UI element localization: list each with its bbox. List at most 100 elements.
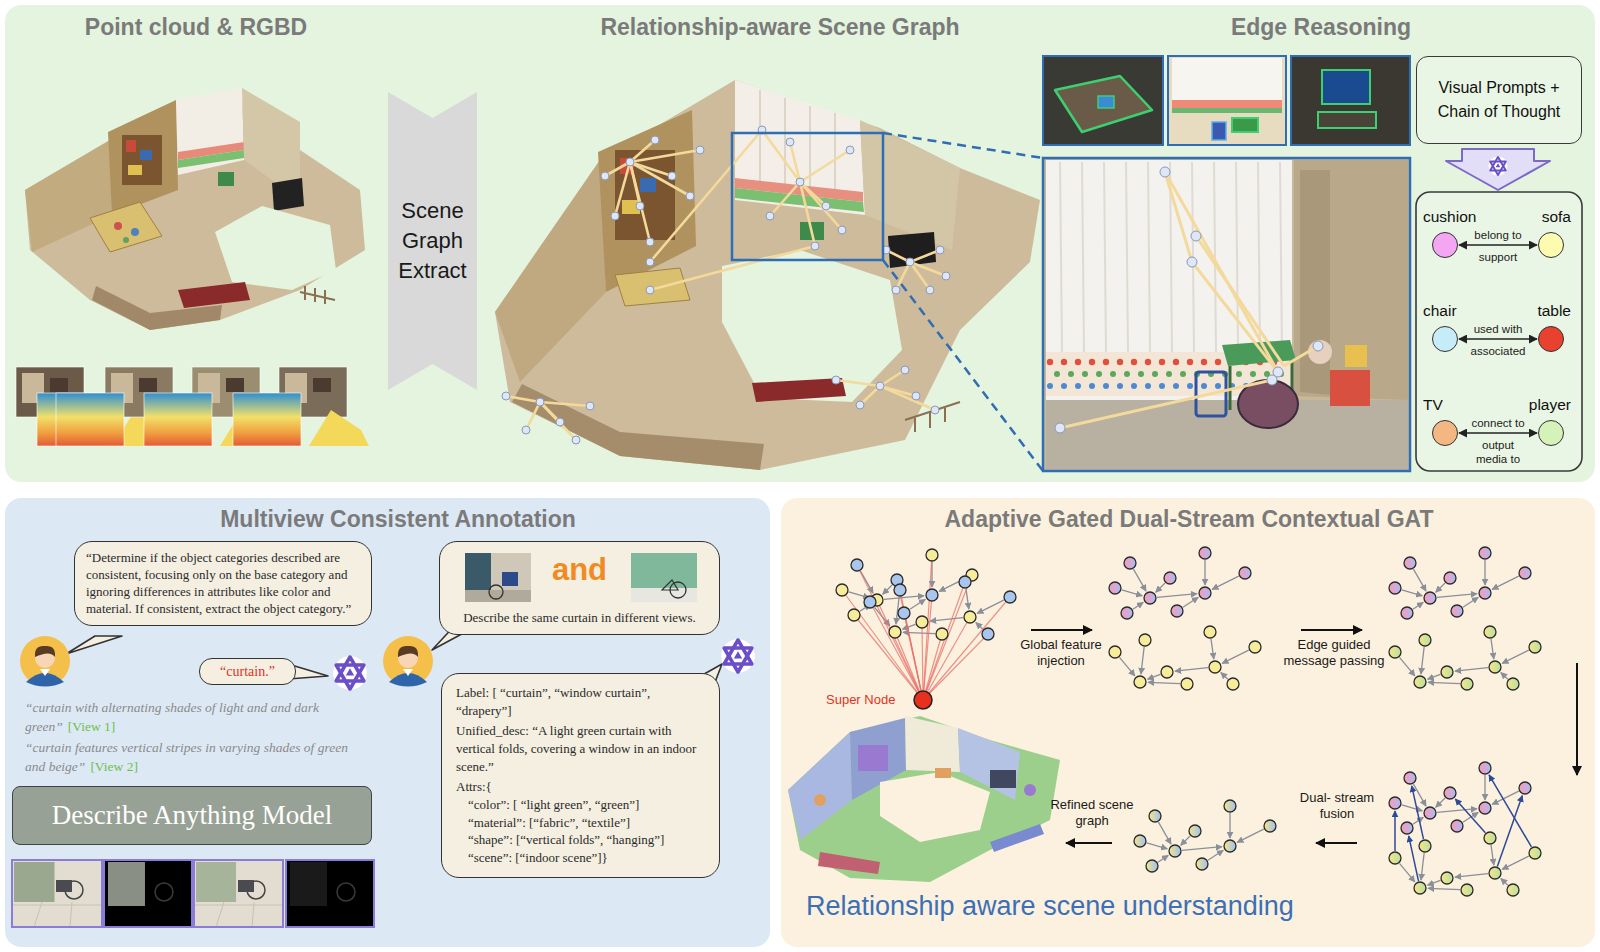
curtain-fold xyxy=(1148,162,1150,352)
view-image xyxy=(12,860,102,927)
flower-dot xyxy=(1187,383,1193,389)
logo-stroke xyxy=(1490,162,1506,176)
relation-label: belong to xyxy=(1474,228,1521,242)
graph-node xyxy=(1124,557,1136,569)
object-dot xyxy=(668,172,676,180)
rgb-detail xyxy=(111,373,133,403)
graph-edge xyxy=(931,562,932,587)
graph-node xyxy=(1424,592,1436,604)
flower-dot xyxy=(1145,359,1151,365)
graph-node xyxy=(1139,634,1151,646)
object-dot xyxy=(502,392,510,400)
relation-label: connect to xyxy=(1471,416,1524,430)
avatar-hair xyxy=(35,646,55,657)
flower-dot xyxy=(1089,359,1095,365)
graph-node xyxy=(1479,547,1491,559)
object-dot xyxy=(1191,231,1201,241)
graph-edge xyxy=(910,599,925,609)
curtain-stripe xyxy=(735,178,863,202)
graph-node xyxy=(1479,762,1491,774)
graph-stage xyxy=(836,549,1016,709)
graph-node xyxy=(1161,666,1173,678)
rug-dot xyxy=(131,228,139,236)
relation-line xyxy=(910,262,930,290)
room-wall xyxy=(108,100,178,215)
rgb-detail xyxy=(226,378,244,392)
graph-edge xyxy=(1158,855,1168,862)
fusion-edge xyxy=(1409,836,1419,881)
rgbd-frame xyxy=(56,367,192,446)
flower-dot xyxy=(1215,383,1221,389)
curtain-region xyxy=(14,862,55,902)
graph-edge xyxy=(1122,590,1143,596)
graph-node xyxy=(1401,607,1413,619)
rgb-image xyxy=(192,367,260,417)
stage-arrow xyxy=(1031,629,1092,631)
inset-frame xyxy=(1043,158,1410,471)
room-wall xyxy=(512,384,764,470)
armchair xyxy=(1238,380,1298,428)
graph-node xyxy=(1389,582,1401,594)
depth-image xyxy=(144,393,212,446)
graph-edge xyxy=(1463,812,1478,822)
graph-node xyxy=(891,574,903,586)
flower-dot xyxy=(1131,359,1137,365)
cushion-mask xyxy=(1098,96,1114,108)
relation-arrow xyxy=(1459,432,1537,434)
graph-node xyxy=(1196,858,1208,870)
graph-edge xyxy=(1208,850,1223,860)
graph-edge xyxy=(1413,784,1426,806)
flower-dot xyxy=(1061,359,1067,365)
book xyxy=(128,165,142,175)
relation-line xyxy=(630,162,640,206)
global-link xyxy=(842,590,923,700)
object-dot xyxy=(536,398,544,406)
graph-node xyxy=(1444,787,1456,799)
graph-edge xyxy=(1491,845,1494,865)
relation-line xyxy=(630,150,700,162)
graph-edge xyxy=(1502,650,1529,663)
graph-edge xyxy=(1133,602,1143,609)
object-dot xyxy=(832,376,840,384)
flower-dot xyxy=(1082,371,1088,377)
scene-graph xyxy=(502,126,950,444)
panel-title: Multiview Consistent Annotation xyxy=(220,506,576,533)
flower-dot xyxy=(1257,359,1263,365)
graph-edge xyxy=(1502,856,1529,869)
flower-dot xyxy=(1075,383,1081,389)
flower-dot xyxy=(1243,359,1249,365)
room-wall xyxy=(242,88,300,200)
table xyxy=(800,222,824,240)
object-dot xyxy=(758,126,766,134)
flower-dot xyxy=(1271,359,1277,365)
graph-edge xyxy=(1175,668,1208,671)
global-link xyxy=(895,632,923,700)
object-dot xyxy=(822,202,830,210)
table xyxy=(218,172,234,186)
graph-node xyxy=(1109,582,1121,594)
flower-dot xyxy=(1103,359,1109,365)
object-dot xyxy=(876,382,884,390)
curtain-fold xyxy=(1214,162,1216,352)
logo-stroke xyxy=(724,648,752,672)
bike-wheel xyxy=(155,883,173,901)
curtain-fold xyxy=(1104,162,1106,352)
rug-dot xyxy=(114,222,122,230)
depth-detail xyxy=(220,410,280,446)
object-dot xyxy=(556,418,564,426)
graph-node xyxy=(1264,820,1276,832)
relation-line xyxy=(630,162,650,242)
flower-dot xyxy=(1236,371,1242,377)
object-node: cushion xyxy=(1432,232,1458,258)
flower-dot xyxy=(1061,383,1067,389)
flower-dot xyxy=(1243,383,1249,389)
tv xyxy=(272,178,304,211)
flower-dot xyxy=(1124,371,1130,377)
object-dot xyxy=(651,136,659,144)
global-link xyxy=(904,613,923,700)
graph-node xyxy=(916,616,928,628)
flower-dot xyxy=(1187,359,1193,365)
object-dot xyxy=(522,426,530,434)
answer-line: Attrs:{ xyxy=(456,778,705,796)
room-wall xyxy=(850,718,906,800)
